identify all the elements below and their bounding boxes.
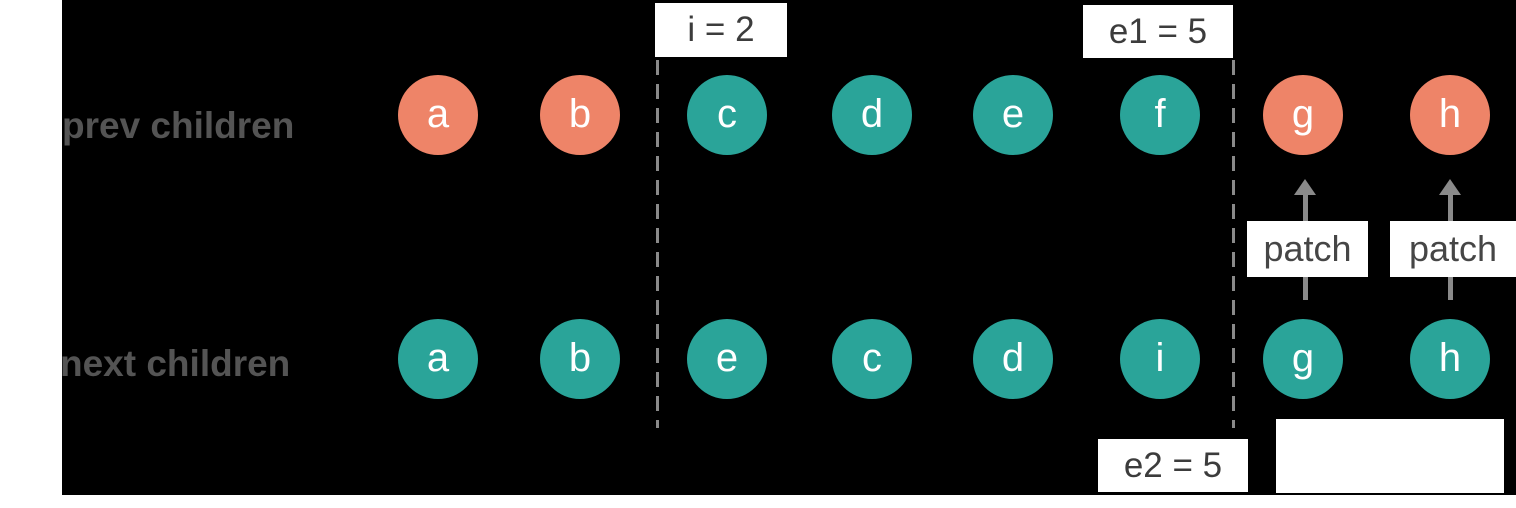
next-node-a: a bbox=[398, 319, 478, 399]
prev-node-h: h bbox=[1410, 75, 1490, 155]
patch-label-box-g: patch bbox=[1247, 221, 1368, 277]
next-node-b: b bbox=[540, 319, 620, 399]
next-node-h: h bbox=[1410, 319, 1490, 399]
next-node-c: c bbox=[832, 319, 912, 399]
prev-node-e: e bbox=[973, 75, 1053, 155]
next-node-d: d bbox=[973, 319, 1053, 399]
next-node-e: e bbox=[687, 319, 767, 399]
dashed-separator-right bbox=[1232, 60, 1235, 428]
prev-node-a: a bbox=[398, 75, 478, 155]
prev-node-f: f bbox=[1120, 75, 1200, 155]
patch-label-box-h: patch bbox=[1390, 221, 1516, 277]
prev-node-d: d bbox=[832, 75, 912, 155]
prev-node-g: g bbox=[1263, 75, 1343, 155]
pointer-e1-label: e1 = 5 bbox=[1108, 11, 1208, 51]
row-label-next-children: next children bbox=[60, 343, 291, 384]
pointer-e2-label: e2 = 5 bbox=[1123, 445, 1223, 485]
arrow-up-icon bbox=[1439, 179, 1461, 195]
pointer-e2-label-box: e2 = 5 bbox=[1098, 439, 1248, 492]
empty-label-box bbox=[1276, 419, 1504, 493]
dashed-separator-left bbox=[656, 60, 659, 428]
prev-node-b: b bbox=[540, 75, 620, 155]
arrow-up-icon bbox=[1294, 179, 1316, 195]
row-label-prev-children: prev children bbox=[62, 105, 295, 146]
patch-label: patch bbox=[1408, 228, 1498, 269]
pointer-i-label: i = 2 bbox=[687, 10, 755, 49]
next-node-i: i bbox=[1120, 319, 1200, 399]
pointer-e1-label-box: e1 = 5 bbox=[1083, 5, 1233, 58]
patch-label: patch bbox=[1263, 228, 1352, 269]
pointer-i-label-box: i = 2 bbox=[655, 3, 787, 57]
next-node-g: g bbox=[1263, 319, 1343, 399]
prev-node-c: c bbox=[687, 75, 767, 155]
